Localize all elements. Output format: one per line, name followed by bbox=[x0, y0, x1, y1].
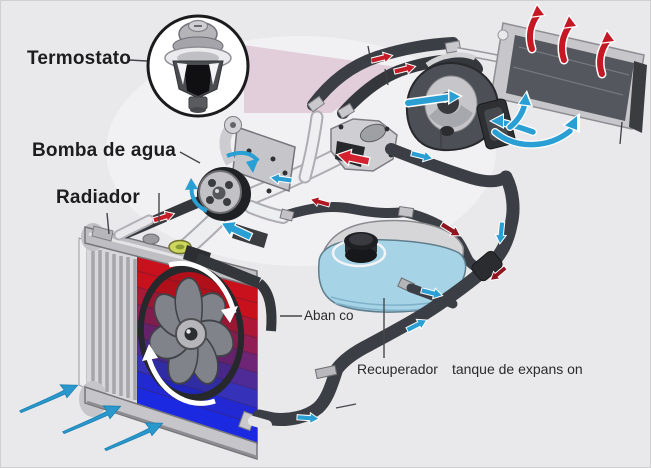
fan-rotation-arrow bbox=[168, 260, 238, 323]
thermostat-icon bbox=[164, 19, 232, 113]
radiator-inlet-pipe-fill bbox=[115, 216, 153, 239]
hose-clamp bbox=[306, 95, 326, 113]
pump-rotation-arrow bbox=[185, 178, 208, 213]
fan-rotation-arrow bbox=[142, 344, 216, 406]
heat-out-arrow bbox=[595, 29, 616, 79]
cool-air-arrow bbox=[403, 89, 463, 108]
reservoir-label: Recuperador tanque de expans on bbox=[357, 361, 583, 377]
pump-rotation-arrow bbox=[226, 150, 260, 173]
hose-clamp bbox=[279, 208, 295, 222]
hose-clamp bbox=[314, 364, 338, 380]
tank-cap bbox=[344, 232, 378, 263]
heater-return-hose bbox=[252, 170, 520, 426]
heat-out-arrow bbox=[557, 14, 578, 65]
tick-line bbox=[367, 45, 623, 149]
leader-line bbox=[106, 59, 385, 409]
fan-label: Aban co bbox=[304, 308, 354, 323]
cool-air-arrow bbox=[506, 90, 533, 131]
reservoir-label-part1: Recuperador bbox=[357, 361, 438, 377]
cool-air-arrow bbox=[491, 113, 580, 149]
hose-clamp bbox=[397, 206, 415, 218]
radiator-outlet-pipe bbox=[248, 416, 272, 430]
hose-clamp bbox=[337, 102, 355, 120]
heat-out-arrow bbox=[525, 3, 546, 54]
water-pump-label: Bomba de agua bbox=[32, 140, 177, 161]
heater-core-illustration bbox=[490, 22, 647, 133]
airflow-arrow bbox=[100, 418, 167, 452]
fan-strap bbox=[255, 279, 277, 332]
fan-strap bbox=[194, 252, 262, 289]
heater-feed-hose bbox=[385, 143, 512, 188]
thermostat-label: Termostato bbox=[27, 48, 132, 69]
reservoir-label-part2: tanque de expans on bbox=[451, 361, 583, 377]
thermostat-inset bbox=[146, 14, 250, 118]
radiator-fan bbox=[137, 260, 245, 406]
radiator-bracket bbox=[91, 225, 114, 242]
radiator-label: Radiador bbox=[56, 187, 140, 208]
radiator-fitting bbox=[142, 233, 160, 245]
hose-clamp bbox=[444, 40, 462, 54]
airflow-arrow bbox=[15, 380, 82, 414]
